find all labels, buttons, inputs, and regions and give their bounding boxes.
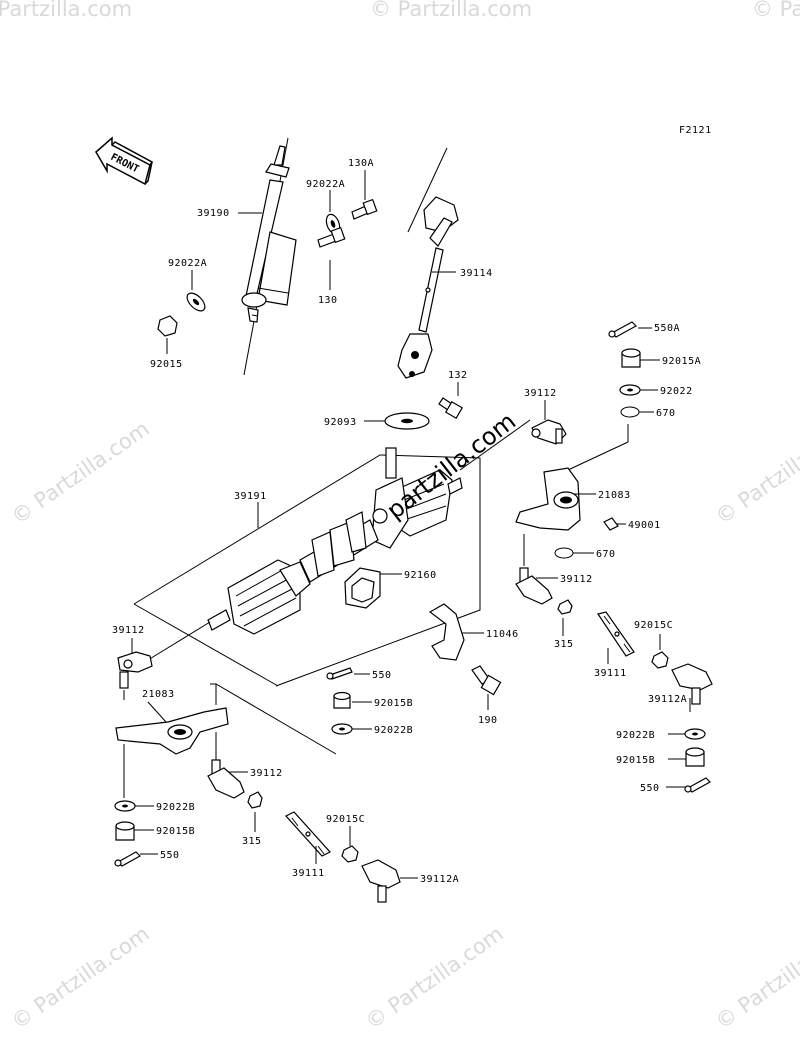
label-92022A-top: 92022A [306,179,345,190]
label-92022B-mid: 92022B [374,725,413,736]
nut-92015-left [157,315,178,337]
washer-92022B-mid [331,723,353,735]
nut-315-left [247,791,263,809]
bolt-190 [471,665,502,696]
nut-92015A [621,348,641,368]
label-550-left: 550 [160,850,180,861]
watermark-bottom-right: © Partzilla.com [711,921,800,1034]
rack-frame [133,454,481,687]
washer-92093 [384,412,430,430]
label-92015C-right: 92015C [634,620,673,631]
label-39111-left: 39111 [292,868,325,879]
label-39112-left: 39112 [112,625,145,636]
steering-rack-39191 [207,447,463,635]
label-550-mid: 550 [372,670,392,681]
left-frame [210,683,337,755]
bushing-92160 [344,567,381,609]
label-39112-top: 39112 [524,388,557,399]
watermark-mid-right: © Partzilla.com [711,416,800,529]
label-92015B-mid: 92015B [374,698,413,709]
bolt-130A [351,198,378,220]
cotter-pin-550-left [114,851,141,867]
label-132: 132 [448,370,468,381]
oring-670-top [620,406,640,418]
bracket-11046 [428,603,465,661]
label-39191: 39191 [234,491,267,502]
tie-rod-end-39112-right [515,567,553,605]
washer-92022B-right [684,728,706,740]
label-315-right: 315 [554,639,574,650]
steering-shaft-39190 [241,137,297,376]
label-550-right: 550 [640,783,660,794]
label-49001: 49001 [628,520,661,531]
tie-rod-end-39112A-right [671,663,713,705]
label-39114: 39114 [460,268,493,279]
tie-rod-end-39112-lower [207,759,245,799]
nut-92015B-mid [333,691,351,709]
watermark-top-left: © Partzilla.com [0,0,132,21]
nut-92015B-left [115,821,135,841]
nut-315-right [557,599,573,615]
watermark-mid-left: © Partzilla.com [7,416,154,529]
label-39112A-left: 39112A [420,874,459,885]
label-39111-right: 39111 [594,668,627,679]
label-21083-left: 21083 [142,689,175,700]
tie-rod-39111-left [285,811,331,857]
label-92015B-left: 92015B [156,826,195,837]
tie-rod-end-39112A-left [361,859,401,903]
bolt-49001 [603,517,619,531]
bolt-132 [438,397,464,420]
label-130: 130 [318,295,338,306]
figure-code: F2121 [679,125,712,136]
washer-92022-right [619,384,641,396]
label-39112-lower: 39112 [250,768,283,779]
label-21083-right: 21083 [598,490,631,501]
label-190: 190 [478,715,498,726]
front-arrow-icon: FRONT [95,136,154,186]
washer-92022A-left [186,292,206,312]
cotter-pin-550-right [684,777,711,793]
washer-92022B-left [114,800,136,812]
pitman-arm-21083-left [115,707,229,755]
cotter-pin-550A [608,321,637,338]
label-92022B-right: 92022B [616,730,655,741]
label-315-left: 315 [242,836,262,847]
label-92160: 92160 [404,570,437,581]
leader-lines [131,170,691,879]
label-92093: 92093 [324,417,357,428]
label-92015B-right: 92015B [616,755,655,766]
watermark-bottom-center: © Partzilla.com [361,921,508,1034]
part-labels: 39190 130A 92022A 92022A 130 92015 39114… [112,158,701,885]
cotter-pin-550-mid [326,667,353,680]
pitman-arm-21083-right [515,467,581,531]
label-670-bottom: 670 [596,549,616,560]
watermark-top-right: © Partzilla.com [752,0,800,21]
nut-92015B-right [685,747,705,767]
intermediate-shaft-39114 [397,147,459,379]
label-92015: 92015 [150,359,183,370]
label-39112A-right: 39112A [648,694,687,705]
label-92015A: 92015A [662,356,701,367]
label-39190: 39190 [197,208,230,219]
label-92015C-left: 92015C [326,814,365,825]
nut-92015C-right [651,651,669,669]
label-130A: 130A [348,158,374,169]
oring-670-bottom [554,547,574,559]
label-670-top: 670 [656,408,676,419]
watermark-top-center: © Partzilla.com [370,0,532,21]
bolt-130 [317,226,346,248]
tie-rod-39111-right [597,611,635,657]
tie-rod-end-39112-left [117,621,211,700]
label-92022B-left: 92022B [156,802,195,813]
label-39112-right: 39112 [560,574,593,585]
label-92022: 92022 [660,386,693,397]
tie-rod-end-39112-top [459,419,567,471]
watermark-bottom-left: © Partzilla.com [7,921,154,1034]
nut-92015C-left [341,845,359,863]
label-11046: 11046 [486,629,519,640]
label-550A: 550A [654,323,680,334]
label-92022A-left: 92022A [168,258,207,269]
